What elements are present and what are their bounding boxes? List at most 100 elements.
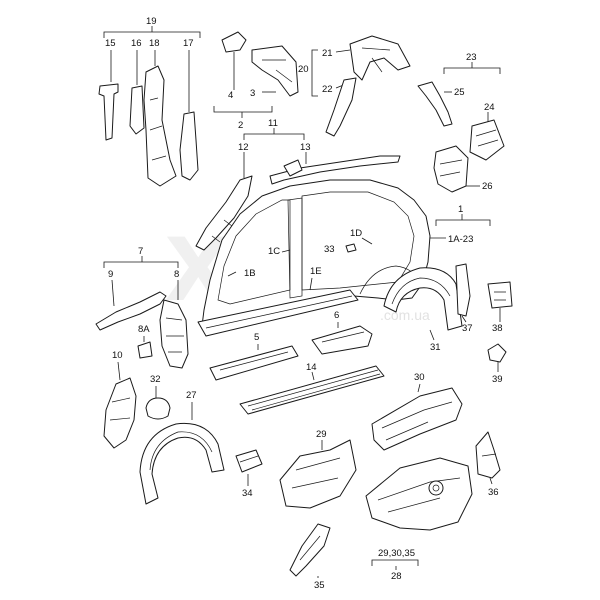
callout-15: 15 [105,38,116,49]
part-13-end-bracket [283,159,303,177]
callout-11: 11 [268,118,278,129]
group-39-clip: 39 [487,343,507,385]
part-13-roof-side-rail [269,155,401,185]
callout-14: 14 [306,362,317,373]
part-17-a-pillar-outer [179,111,199,181]
group-35-bracket: 35 [289,523,331,591]
callout-9: 9 [108,269,113,280]
callout-1: 1 [458,204,463,215]
part-18-a-pillar-inner [143,65,177,187]
part-3-corner-panel [251,45,299,97]
callout-3: 3 [250,88,255,99]
callout-20: 20 [298,64,309,75]
part-38-mount-plate [487,281,513,309]
group-7-front-pillar-parts: 7 9 8 8A [95,246,189,369]
callout-2: 2 [238,120,243,131]
group-1-side-panel: 1 1A-23 1D 33 1C 1B 1E [197,179,491,337]
callout-21: 21 [322,48,333,59]
group-rear-wheelhouse: 31 37 38 [383,263,513,353]
callout-23: 23 [466,52,477,63]
group-29-floor-panel: 29 [279,429,357,509]
group-32-cap: 32 [145,374,171,420]
callout-31: 31 [430,342,441,353]
callout-5: 5 [254,332,259,343]
part-30-longitudinal-member [371,387,463,451]
part-16-pillar-bracket [129,85,145,135]
callout-6: 6 [334,310,339,321]
callout-33: 33 [324,244,335,255]
part-35-angled-bracket [289,523,331,577]
group-28-assembly: 29,30,35 28 [371,548,419,582]
callout-1C: 1C [268,246,280,257]
part-32-cap [145,397,171,420]
callout-17: 17 [183,38,194,49]
callout-29-30-35: 29,30,35 [378,548,415,559]
callout-34: 34 [242,488,253,499]
watermark-sub: .com.ua [380,307,430,323]
callout-4: 4 [228,90,233,101]
group-27-wheel-liner: 27 [139,390,225,505]
group-19-pillar-parts: 19 15 16 18 17 [98,16,201,187]
part-37-bracket [455,263,471,317]
group-23-rear-parts: 23 25 24 26 [417,52,505,193]
callout-37: 37 [462,323,473,334]
callout-36: 36 [488,487,499,498]
callout-8: 8 [174,269,179,280]
part-4-small-bracket [221,31,247,53]
group-30-longitudinal-member: 30 [371,372,463,451]
group-11-roof-rails: 11 12 13 [195,118,401,251]
callout-1D: 1D [350,228,362,239]
callout-39: 39 [492,374,503,385]
callout-12: 12 [238,142,249,153]
callout-10: 10 [112,350,123,361]
callout-27: 27 [186,390,197,401]
callout-38: 38 [492,323,503,334]
part-8A-clip [137,341,153,359]
part-1-sill [197,289,359,337]
callout-7: 7 [138,246,143,257]
part-26-corner-mount [433,145,469,193]
part-9-dash-bracket [95,291,167,331]
part-21-upper-reinforcement [349,35,411,81]
part-25-curved-strip [417,81,453,127]
part-33-clip [345,243,357,253]
part-31-wheelhouse [383,267,463,331]
part-15-pillar-strip [98,83,119,141]
part-12-a-pillar-rail [195,175,253,251]
part-24-rear-bracket [469,119,505,161]
callout-32: 32 [150,374,161,385]
part-39-clip [487,343,507,363]
callout-28: 28 [391,571,402,582]
callout-16: 16 [131,38,142,49]
part-8-front-pillar-lower [159,299,189,369]
callout-1B: 1B [244,268,256,279]
group-rear-floor [365,457,473,531]
part-5-sill-reinforcement [209,345,299,381]
callout-22: 22 [322,84,333,95]
callout-1E: 1E [310,266,322,277]
callout-29: 29 [316,429,327,440]
part-22-lower-reinforcement [325,77,357,137]
group-34-bracket: 34 [235,449,263,499]
group-14-rocker: 14 [239,362,385,415]
group-10-front-member: 10 [103,350,137,449]
callout-8A: 8A [138,324,150,335]
callout-1A-23: 1A-23 [448,234,473,245]
part-10-front-member [103,377,137,449]
group-2-upper-brackets: 4 3 2 [213,31,299,131]
callout-26: 26 [482,181,493,192]
part-34-small-bracket [235,449,263,473]
callout-24: 24 [484,102,495,113]
part-27-wheel-liner [139,422,225,505]
callout-18: 18 [149,38,160,49]
group-20-c-pillar-parts: 20 21 22 [298,35,411,137]
part-rear-floor-pan [365,457,473,531]
callout-25: 25 [454,87,465,98]
callout-13: 13 [300,142,311,153]
callout-35: 35 [314,580,325,591]
group-36-bracket: 36 [475,431,501,498]
part-6-sill-bracket [311,325,373,355]
group-sill-reinforcements: 5 6 [209,310,373,381]
part-29-floor-section [279,439,357,509]
